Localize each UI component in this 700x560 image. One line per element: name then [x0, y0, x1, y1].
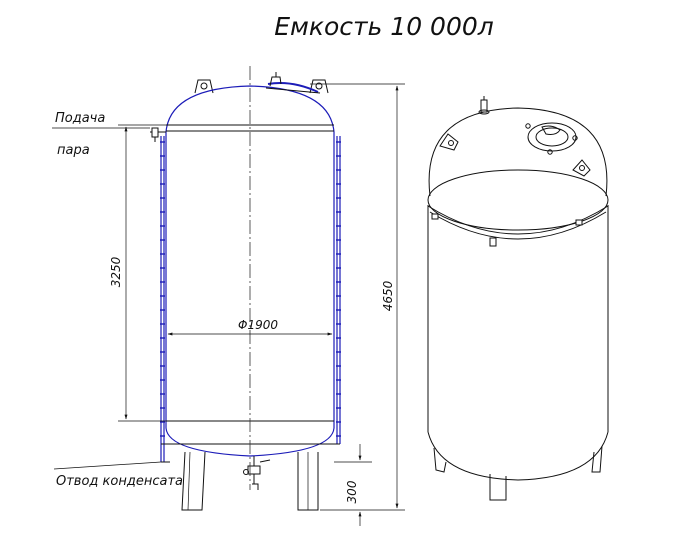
iso-top-dome — [428, 107, 608, 197]
leg-height-value: 300 — [345, 480, 359, 503]
leg-height-dimension: 300 — [334, 444, 372, 526]
steam-jacket — [160, 136, 341, 463]
jacket-height-dimension: 3250 — [109, 124, 166, 422]
iso-rim-brackets — [431, 213, 583, 247]
diameter-dimension: Φ1900 — [167, 318, 333, 336]
condensate-callout: Отвод конденсата — [53, 461, 183, 489]
drawing-title: Емкость 10 000л — [274, 12, 494, 41]
steam-supply-label-line2: пара — [57, 143, 90, 158]
condensate-valve — [243, 456, 271, 490]
iso-legs — [433, 445, 603, 501]
bottom-dome — [165, 427, 335, 457]
total-height-value: 4650 — [381, 280, 395, 311]
front-view: Φ1900 3250 4650 300 Подача пара — [52, 66, 405, 526]
steam-supply-label-line1: Подача — [55, 111, 105, 126]
manhole — [265, 72, 321, 94]
iso-rim — [427, 169, 609, 231]
steam-supply-callout: Подача пара — [52, 111, 150, 158]
iso-lugs — [439, 133, 591, 177]
steam-inlet — [150, 127, 166, 142]
iso-bottom — [427, 431, 609, 481]
top-dome — [165, 85, 335, 133]
iso-manhole — [525, 122, 578, 155]
iso-top-nozzle — [478, 96, 490, 115]
lifting-lug-left — [194, 79, 214, 94]
legs — [181, 451, 319, 511]
total-height-dimension: 4650 — [310, 83, 405, 511]
jacket-height-value: 3250 — [109, 256, 123, 287]
condensate-label: Отвод конденсата — [56, 474, 183, 489]
isometric-view — [427, 96, 609, 501]
diameter-value: Φ1900 — [238, 318, 278, 332]
lifting-lug-right — [309, 79, 329, 94]
